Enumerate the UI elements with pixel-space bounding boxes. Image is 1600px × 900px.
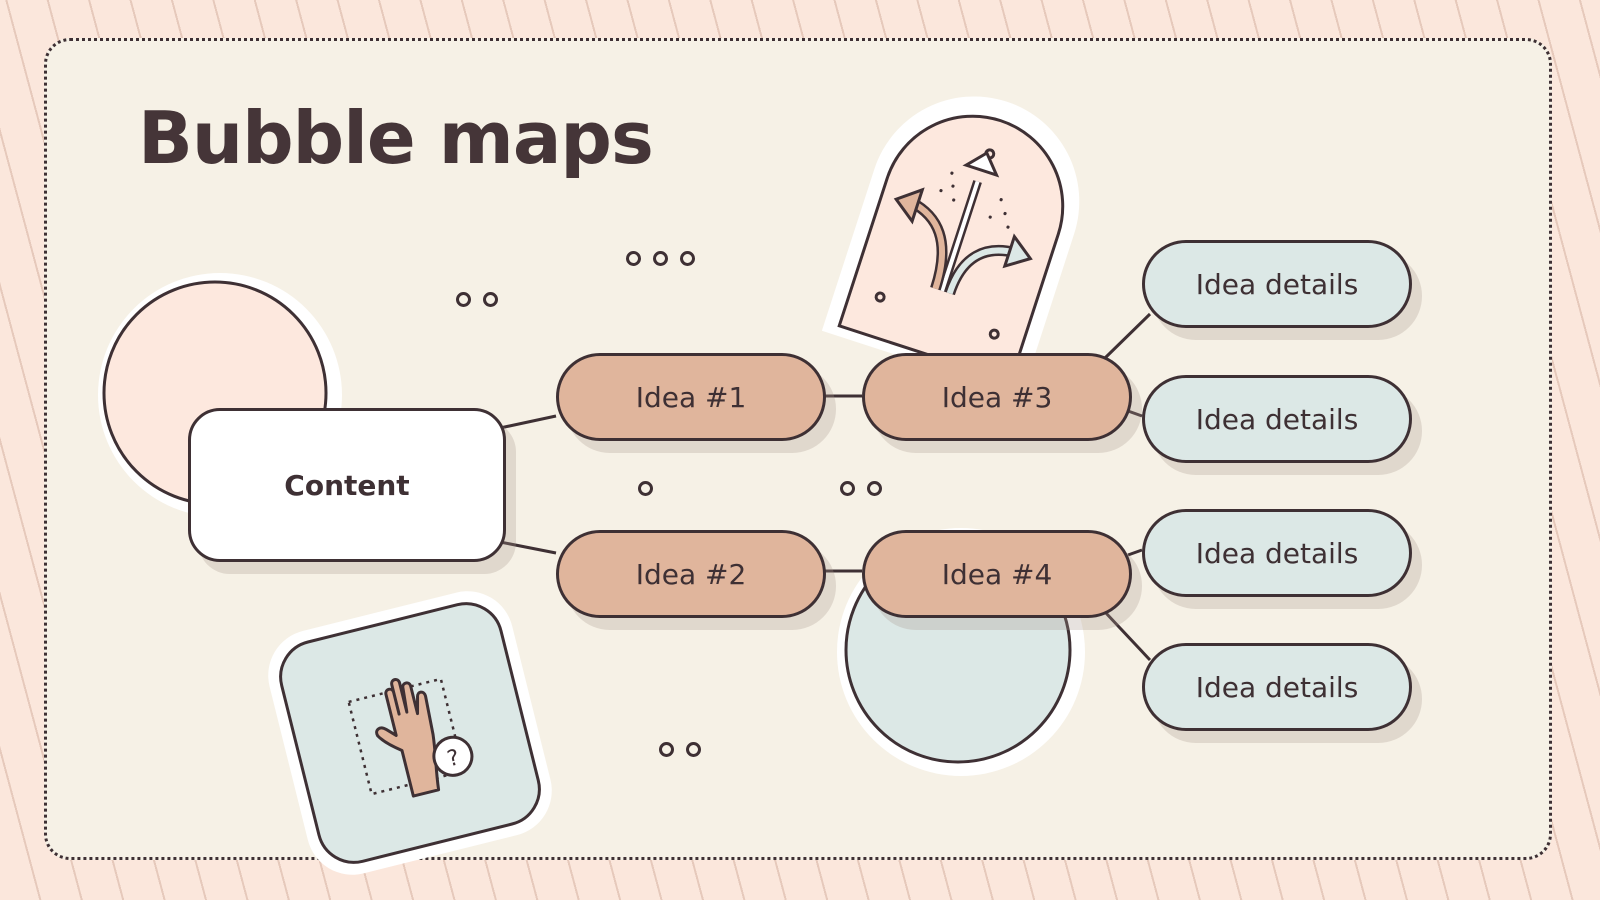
detail-label: Idea details bbox=[1195, 536, 1359, 570]
connector-idea3-detail2 bbox=[1127, 409, 1143, 418]
dot-group-4 bbox=[840, 481, 882, 496]
connector-idea3-detail1 bbox=[1103, 312, 1152, 360]
detail-label: Idea details bbox=[1195, 402, 1359, 436]
detail-label: Idea details bbox=[1195, 267, 1359, 301]
detail-node-4[interactable]: Idea details bbox=[1142, 643, 1412, 731]
dot-group-1 bbox=[626, 251, 695, 266]
idea-label: Idea #4 bbox=[941, 557, 1053, 591]
idea-label: Idea #3 bbox=[941, 380, 1053, 414]
idea-node-4[interactable]: Idea #4 bbox=[862, 530, 1132, 618]
connector-idea4-detail4 bbox=[1103, 610, 1152, 662]
connector-idea4-detail3 bbox=[1127, 548, 1143, 557]
idea-label: Idea #2 bbox=[635, 557, 747, 591]
idea-node-3[interactable]: Idea #3 bbox=[862, 353, 1132, 441]
raised-hand-question-icon: ? bbox=[347, 677, 474, 798]
dot-group-2 bbox=[456, 292, 498, 307]
detail-node-1[interactable]: Idea details bbox=[1142, 240, 1412, 328]
content-node[interactable]: Content bbox=[188, 408, 506, 562]
dot-group-3 bbox=[638, 481, 653, 496]
idea-node-1[interactable]: Idea #1 bbox=[556, 353, 826, 441]
branching-arrows-sticker bbox=[821, 96, 1080, 396]
connector-content-idea2 bbox=[499, 540, 557, 555]
detail-node-3[interactable]: Idea details bbox=[1142, 509, 1412, 597]
idea-label: Idea #1 bbox=[635, 380, 747, 414]
content-label: Content bbox=[284, 468, 410, 502]
connector-content-idea1 bbox=[499, 414, 557, 430]
detail-label: Idea details bbox=[1195, 670, 1359, 704]
page-title: Bubble maps bbox=[138, 96, 654, 180]
branching-arrows-icon bbox=[893, 150, 1033, 296]
dot-group-5 bbox=[659, 742, 701, 757]
raised-hand-sticker: ? bbox=[268, 591, 552, 875]
connectors bbox=[499, 312, 1152, 662]
idea-node-2[interactable]: Idea #2 bbox=[556, 530, 826, 618]
detail-node-2[interactable]: Idea details bbox=[1142, 375, 1412, 463]
